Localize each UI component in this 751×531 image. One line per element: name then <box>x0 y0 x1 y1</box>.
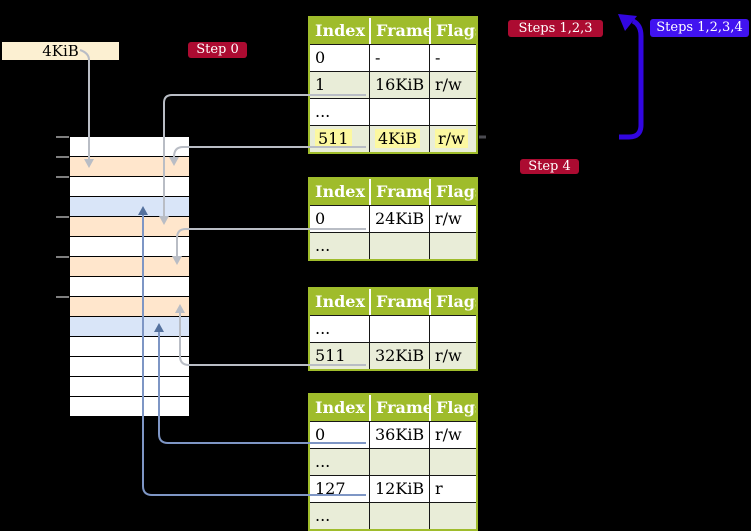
memory-row-12kib-frame <box>70 197 189 217</box>
table-row: ... <box>310 98 476 125</box>
cell-index: ... <box>315 102 331 121</box>
memory-row-52kib-free <box>70 397 189 416</box>
cell-index: 0 <box>315 209 326 228</box>
memory-address-label: 4KiB <box>2 42 119 60</box>
memory-row-36kib-frame <box>70 317 189 337</box>
memory-row-24kib-table <box>70 257 189 277</box>
cell-frame: 4KiB <box>369 126 429 152</box>
cell-flags <box>429 503 476 529</box>
memory-tick <box>56 256 69 258</box>
cell-flags <box>429 316 476 342</box>
cell-flags: r/w <box>429 343 476 369</box>
cell-index: 127 <box>315 479 346 498</box>
memory-stack <box>70 137 189 416</box>
cell-flags: - <box>429 45 476 71</box>
cell-frame <box>369 99 429 125</box>
cell-frame: 32KiB <box>369 343 429 369</box>
memory-row-0kib-free <box>70 137 189 157</box>
column-header-index: Index <box>315 21 366 40</box>
cell-index: 1 <box>315 75 326 94</box>
column-header-flags: Flags <box>429 395 476 421</box>
table-header: IndexFrameFlags <box>310 18 476 44</box>
cell-index: ... <box>315 506 331 525</box>
memory-row-48kib-free <box>70 377 189 397</box>
cell-flags <box>429 99 476 125</box>
column-header-index: Index <box>315 292 366 311</box>
recursive-loop-arrowhead-icon <box>618 14 637 31</box>
memory-tick <box>56 156 69 158</box>
cell-index: 0 <box>315 48 326 67</box>
table-row: ... <box>310 502 476 529</box>
cell-flags: r/w <box>429 206 476 232</box>
table-header: IndexFrameFlags <box>310 289 476 315</box>
column-header-index: Index <box>315 182 366 201</box>
table-row: ... <box>310 232 476 259</box>
cell-frame <box>369 316 429 342</box>
cell-frame: 12KiB <box>369 476 429 502</box>
cell-index: 0 <box>315 425 326 444</box>
memory-row-8kib-free <box>70 177 189 197</box>
column-header-flags: Flags <box>429 18 476 44</box>
cell-flags <box>429 449 476 475</box>
cell-flags: r/w <box>429 72 476 98</box>
cell-index: 511 <box>315 346 346 365</box>
step-4-badge: Step 4 <box>520 159 579 174</box>
cell-flags: r/w <box>429 422 476 448</box>
page-table-level-3: IndexFrameFlags 0 24KiBr/w... <box>308 177 478 261</box>
column-header-flags: Flags <box>429 179 476 205</box>
column-header-flags: Flags <box>429 289 476 315</box>
cell-frame <box>369 233 429 259</box>
memory-row-4kib-table <box>70 157 189 177</box>
column-header-index: Index <box>315 398 366 417</box>
cell-frame: - <box>369 45 429 71</box>
memory-tick <box>56 136 69 138</box>
memory-row-32kib-table <box>70 297 189 317</box>
table-row: ... <box>310 315 476 342</box>
cell-frame: 36KiB <box>369 422 429 448</box>
cell-frame: 24KiB <box>369 206 429 232</box>
memory-tick <box>56 296 69 298</box>
highlighted-value: r/w <box>435 129 468 148</box>
column-header-frame: Frame <box>369 289 429 315</box>
column-header-frame: Frame <box>369 179 429 205</box>
cell-flags <box>429 233 476 259</box>
column-header-frame: Frame <box>369 395 429 421</box>
cell-index: ... <box>315 319 331 338</box>
step-0-badge: Step 0 <box>188 42 247 58</box>
cell-frame <box>369 503 429 529</box>
table-row: 0 -- <box>310 44 476 71</box>
table-header: IndexFrameFlags <box>310 395 476 421</box>
recursive-loop-arrow <box>619 18 644 140</box>
table-row: 511 4KiB r/w <box>310 125 476 152</box>
cell-flags: r <box>429 476 476 502</box>
highlighted-value: 511 <box>315 129 352 148</box>
cell-frame: 16KiB <box>369 72 429 98</box>
table-row: ... <box>310 448 476 475</box>
memory-tick <box>56 176 69 178</box>
cell-index: ... <box>315 236 331 255</box>
steps-123-badge: Steps 1,2,3 <box>508 20 603 37</box>
highlighted-value: 4KiB <box>375 129 421 148</box>
steps-1234-badge: Steps 1,2,3,4 <box>650 19 749 37</box>
cell-index: 511 <box>310 126 369 152</box>
cell-frame <box>369 449 429 475</box>
memory-row-16kib-table <box>70 217 189 237</box>
cell-flags: r/w <box>429 126 476 152</box>
table-header: IndexFrameFlags <box>310 179 476 205</box>
cell-index: ... <box>315 452 331 471</box>
memory-tick <box>56 216 69 218</box>
memory-row-20kib-free <box>70 237 189 257</box>
memory-row-44kib-free <box>70 357 189 377</box>
memory-row-28kib-free <box>70 277 189 297</box>
memory-row-40kib-free <box>70 337 189 357</box>
column-header-frame: Frame <box>369 18 429 44</box>
